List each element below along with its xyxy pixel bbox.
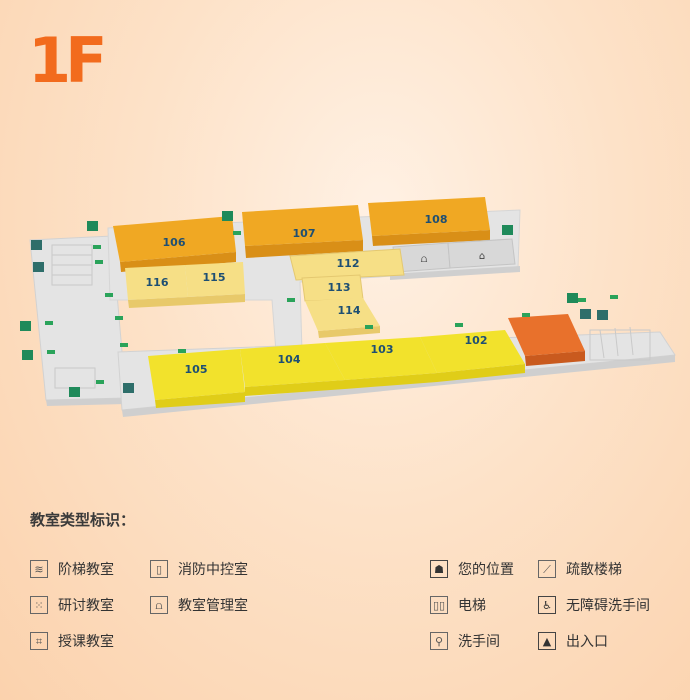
you-are-here-icon: ☗: [430, 560, 448, 578]
legend-label: 教室管理室: [178, 598, 248, 614]
legend-item-elevator: ▯▯ 电梯: [430, 594, 486, 616]
legend-item-restroom: ⚲ 洗手间: [430, 630, 500, 652]
room-label: 104: [278, 353, 301, 366]
highlighted-room[interactable]: [508, 314, 585, 366]
fire-control-icon: ⌂: [479, 251, 485, 262]
legend-label: 您的位置: [458, 562, 514, 578]
legend-item-evacuation-stairs: ⟋ 疏散楼梯: [538, 558, 622, 580]
legend-item-fire-control: ▯ 消防中控室: [150, 558, 248, 580]
accessible-restroom-icon: ♿: [538, 596, 556, 614]
legend-title: 教室类型标识：: [30, 511, 136, 529]
room-108[interactable]: 108: [368, 197, 490, 246]
room-107[interactable]: 107: [242, 205, 363, 258]
stairs-outline: [51, 244, 651, 389]
fire-control-icon: ▯: [150, 560, 168, 578]
room-label: 106: [163, 236, 186, 249]
legend-label: 阶梯教室: [58, 562, 114, 578]
exit-sign-icon: [502, 225, 513, 235]
room-104[interactable]: 104: [240, 343, 345, 396]
room-label: 115: [203, 271, 226, 284]
exit-sign-icon: [22, 350, 33, 360]
room-113[interactable]: 113: [301, 274, 364, 302]
restroom-icon: ⚲: [430, 632, 448, 650]
lecture-classroom-icon: ⌗: [30, 632, 48, 650]
seminar-room-icon: ⁙: [30, 596, 48, 614]
legend-label: 无障碍洗手间: [566, 598, 650, 614]
room-112[interactable]: 112: [289, 248, 405, 281]
fire-control-room[interactable]: ⌂: [447, 238, 516, 269]
room-label: 105: [185, 363, 208, 376]
floor-map: 106 107 108 ⩍ ⌂ 116 115 112 113: [20, 197, 676, 417]
legend-label: 消防中控室: [178, 562, 248, 578]
legend-item-seminar-room: ⁙ 研讨教室: [30, 594, 114, 616]
evacuation-stairs-icon: [123, 383, 134, 393]
restroom-icon: [597, 310, 608, 320]
legend-label: 出入口: [566, 634, 608, 650]
room-114[interactable]: 114: [305, 298, 380, 338]
room-label: 116: [146, 276, 169, 289]
room-label: 103: [371, 343, 394, 356]
room-115[interactable]: 115: [185, 262, 245, 305]
legend-item-accessible-restroom: ♿ 无障碍洗手间: [538, 594, 650, 616]
classroom-management-icon: ⩍: [421, 254, 428, 265]
exit-sign-icon: [20, 321, 31, 331]
legend-label: 洗手间: [458, 634, 500, 650]
legend-item-you-are-here: ☗ 您的位置: [430, 558, 514, 580]
room-103[interactable]: 103: [325, 337, 437, 389]
entrance-icon: ▲: [538, 632, 556, 650]
legend-label: 疏散楼梯: [566, 562, 622, 578]
room-105[interactable]: 105: [148, 349, 245, 408]
room-label: 108: [425, 213, 448, 226]
room-label: 112: [337, 257, 360, 270]
legend-item-lecture-classroom: ⌗ 授课教室: [30, 630, 114, 652]
restroom-icon: [31, 240, 42, 250]
exit-sign-icon: [567, 293, 578, 303]
tiered-classroom-icon: ≋: [30, 560, 48, 578]
legend-label: 授课教室: [58, 634, 114, 650]
exit-sign-icon: [69, 387, 80, 397]
floor-indicator: 1F: [28, 24, 107, 97]
room-label: 113: [328, 281, 351, 294]
evacuation-stairs-icon: [33, 262, 44, 272]
legend-label: 电梯: [458, 598, 486, 614]
exit-signs: [20, 211, 578, 397]
room-label: 114: [338, 304, 361, 317]
exit-sign-icon: [87, 221, 98, 231]
evacuation-stairs-icon: ⟋: [538, 560, 556, 578]
legend-label: 研讨教室: [58, 598, 114, 614]
legend-item-classroom-management: ⩍ 教室管理室: [150, 594, 248, 616]
room-label: 102: [465, 334, 488, 347]
evacuation-stairs-icon: [580, 309, 591, 319]
legend-item-tiered-classroom: ≋ 阶梯教室: [30, 558, 114, 580]
direction-arrows: [45, 231, 618, 384]
room-label: 107: [293, 227, 316, 240]
room-102[interactable]: 102: [420, 330, 525, 382]
elevator-icon: ▯▯: [430, 596, 448, 614]
exit-sign-icon: [222, 211, 233, 221]
room-116[interactable]: 116: [125, 265, 188, 308]
legend-item-entrance: ▲ 出入口: [538, 630, 608, 652]
classroom-management-icon: ⩍: [150, 596, 168, 614]
